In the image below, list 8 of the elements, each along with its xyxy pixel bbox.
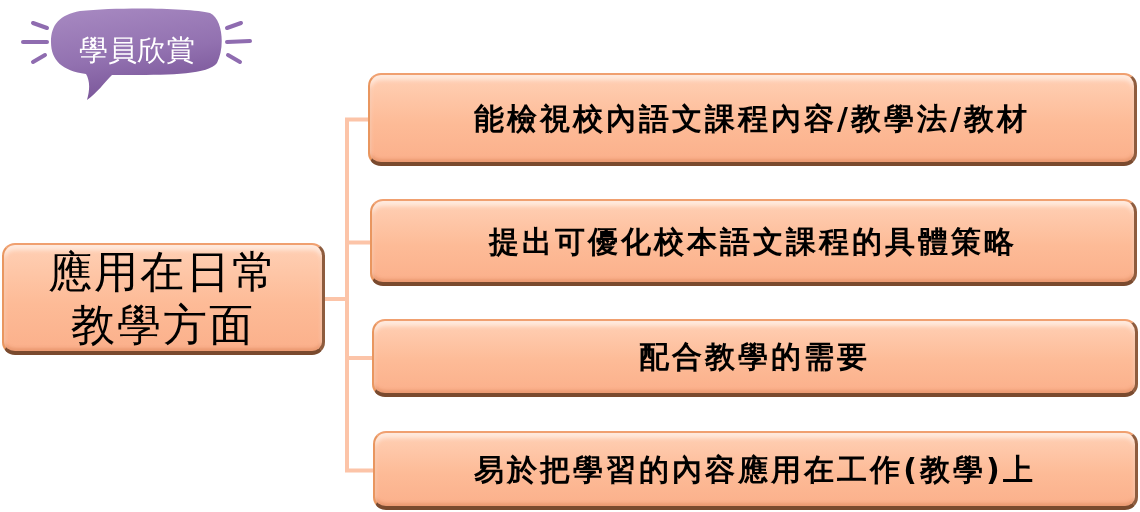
branch-box: 能檢視校內語文課程內容/教學法/教材: [368, 73, 1137, 166]
branch-box: 易於把學習的內容應用在工作(教學)上: [373, 431, 1138, 510]
topic-box: 應用在日常教學方面: [2, 243, 325, 355]
branch-box: 提出可優化校本語文課程的具體策略: [370, 199, 1137, 286]
badge-text: 學員欣賞: [78, 33, 196, 67]
branch-box: 配合教學的需要: [372, 319, 1138, 397]
speech-bubble: [50, 8, 224, 102]
connector-line: [325, 297, 373, 473]
